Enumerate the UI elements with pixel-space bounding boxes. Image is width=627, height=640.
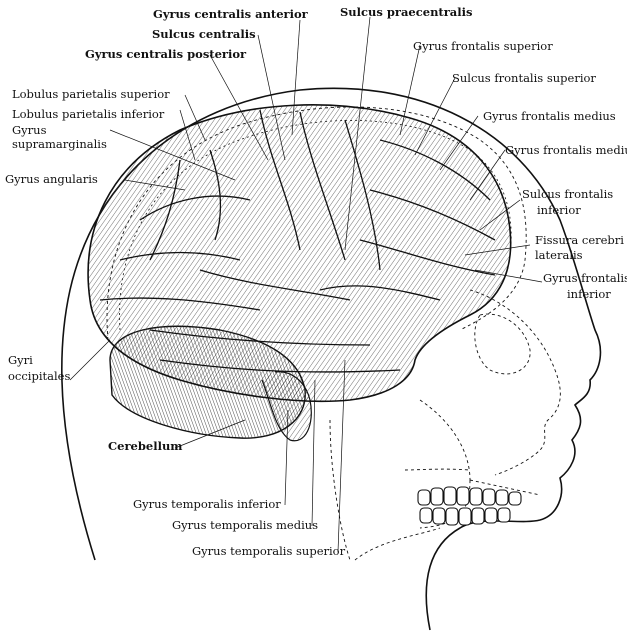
label-gyrus-frontalis-superior: Gyrus frontalis superior (413, 39, 553, 53)
gyri-lines (99, 109, 496, 373)
label-sulcus-praecentralis: Sulcus praecentralis (340, 5, 473, 19)
label-gyri-occipitales-1: Gyri (8, 353, 33, 367)
label-sulcus-centralis: Sulcus centralis (152, 27, 256, 41)
orbit (474, 313, 531, 375)
label-gyrus-frontalis-inferior-1: Gyrus frontalis (543, 271, 627, 285)
label-cerebellum: Cerebellum (108, 439, 183, 453)
label-sulcus-frontalis-superior: Sulcus frontalis superior (452, 71, 596, 85)
label-sulcus-frontalis-inferior-1: Sulcus frontalis (522, 187, 614, 201)
label-gyrus-centralis-posterior: Gyrus centralis posterior (85, 47, 247, 61)
label-lobulus-parietalis-inferior: Lobulus parietalis inferior (12, 107, 165, 121)
cerebrum (87, 104, 512, 403)
leader-lines (69, 16, 543, 553)
label-gyri-occipitales-2: occipitales (8, 369, 71, 383)
face-skull-outline (404, 289, 561, 529)
label-gyrus-temporalis-inferior: Gyrus temporalis inferior (133, 497, 281, 511)
label-sulcus-frontalis-inferior-2: inferior (537, 203, 581, 217)
label-gyrus-supramarginalis-2: supramarginalis (12, 137, 107, 151)
teeth (417, 486, 522, 526)
label-lobulus-parietalis-superior: Lobulus parietalis superior (12, 87, 170, 101)
jaw-outline (329, 419, 441, 561)
label-gyrus-centralis-anterior: Gyrus centralis anterior (153, 7, 308, 21)
label-fissura-cerebri-lateralis-2: lateralis (535, 248, 583, 262)
skull-outline (106, 106, 527, 341)
label-gyrus-frontalis-inferior-2: inferior (567, 287, 611, 301)
label-gyrus-frontalis-medius-1: Gyrus frontalis medius (483, 109, 616, 123)
label-fissura-cerebri-lateralis-1: Fissura cerebri (535, 233, 624, 247)
label-gyrus-frontalis-medius-2: Gyrus frontalis medius (505, 143, 627, 157)
label-gyrus-angularis: Gyrus angularis (5, 172, 98, 186)
label-gyrus-supramarginalis-1: Gyrus (12, 123, 47, 137)
label-gyrus-temporalis-medius: Gyrus temporalis medius (172, 518, 319, 532)
label-gyrus-temporalis-superior: Gyrus temporalis superior (192, 544, 346, 558)
